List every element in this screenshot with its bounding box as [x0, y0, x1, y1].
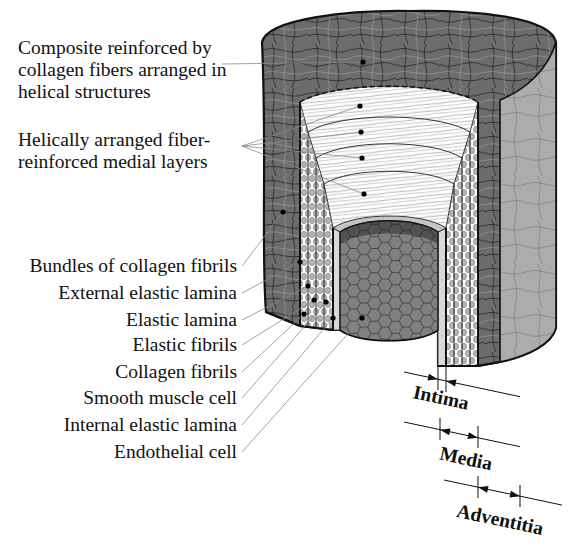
intima-cut: [438, 228, 446, 366]
callout-label: Elastic lamina: [0, 309, 237, 331]
callout-label: Smooth muscle cell: [0, 387, 237, 409]
callout-label: Internal elastic lamina: [0, 414, 237, 436]
adventitia-layer: [262, 11, 556, 366]
endothelium-surface: [340, 221, 438, 341]
leader-line: [222, 62, 364, 452]
callout-label: Helically arranged fiber-reinforced medi…: [18, 129, 233, 173]
callout-label: Endothelial cell: [0, 441, 237, 463]
callout-dot: [280, 59, 366, 320]
callout-label: Elastic fibrils: [0, 334, 237, 356]
endothelium-shadow: [340, 221, 438, 244]
medial-layer-cut: [300, 102, 478, 366]
callout-label: Composite reinforced by collagen fibers …: [18, 37, 233, 103]
cut-outline: [266, 102, 500, 366]
callout-label: Bundles of collagen fibrils: [0, 255, 237, 277]
callout-label: Collagen fibrils: [0, 361, 237, 383]
dimension-label: Media: [438, 443, 494, 476]
dimension-label: Adventitia: [455, 500, 545, 540]
external-elastic-lamina-line: [300, 86, 478, 102]
medial-layer-cut: [316, 158, 462, 366]
adventitia-outer-surface: [500, 42, 556, 362]
callout-label: External elastic lamina: [0, 282, 237, 304]
dimension-label: Intima: [411, 381, 471, 414]
dimension-line: [404, 366, 562, 507]
intima-cut: [333, 228, 340, 330]
